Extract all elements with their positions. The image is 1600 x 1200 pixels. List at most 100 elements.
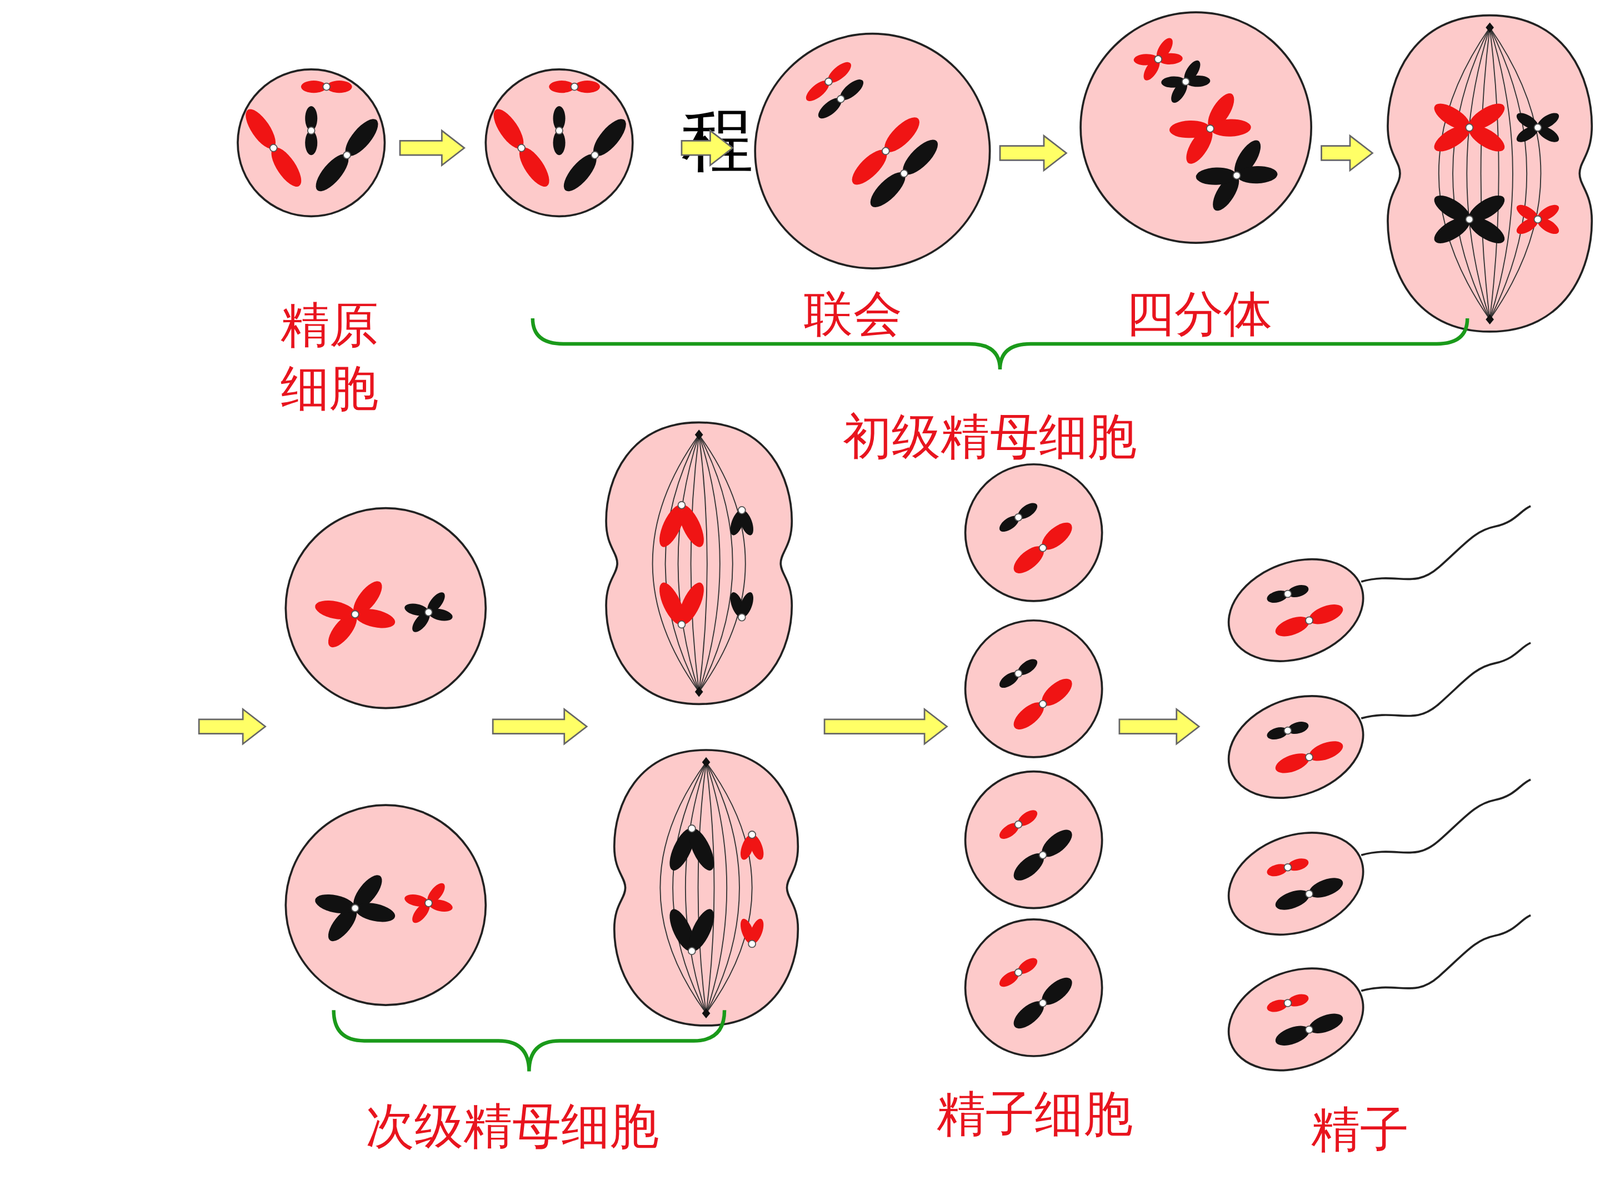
chromosome [548, 80, 600, 93]
chromosome [305, 106, 318, 155]
sperm [1214, 642, 1531, 816]
chromatid-arm [1015, 955, 1040, 978]
chromosome [553, 106, 566, 155]
chromatid-arm [996, 820, 1022, 843]
chromosome [1513, 201, 1562, 238]
centromere [425, 608, 433, 617]
chromosome [1430, 190, 1509, 249]
centromere [738, 613, 746, 622]
stage-label: 联会 [803, 281, 902, 346]
cell-outline [237, 69, 385, 217]
chromosome [1008, 517, 1077, 579]
chromatid-arm [1272, 886, 1312, 914]
chromatid-arm [1430, 98, 1474, 135]
sperm-head [1214, 678, 1378, 817]
chromatid-arm [340, 113, 384, 162]
spindle-fiber [691, 434, 700, 692]
cell-outline [285, 805, 486, 1005]
centromere [1284, 999, 1292, 1007]
chromosome [558, 113, 632, 197]
chromosome [1008, 825, 1077, 886]
flow-arrow [492, 709, 587, 744]
chromosome [996, 955, 1040, 990]
chromosome [488, 105, 555, 192]
centromere [1305, 753, 1313, 761]
sperm-tail [1361, 915, 1531, 992]
chromosome [1272, 1009, 1346, 1050]
cell-outline [1387, 15, 1592, 332]
centromere [1015, 968, 1023, 977]
spindle-fiber [665, 434, 700, 692]
spindle-pole [1485, 314, 1494, 325]
chromatid-arm [815, 94, 845, 123]
cell-outline [606, 422, 792, 704]
centromere [1284, 590, 1292, 598]
chromosome [313, 576, 397, 652]
chromatid-arm [673, 501, 709, 551]
spindle-fiber [652, 434, 700, 692]
chromatid-arm [996, 512, 1022, 535]
centromere [825, 78, 833, 86]
chromatid-arm [513, 142, 555, 192]
stage-label: 精原 细胞 [280, 292, 395, 420]
centromere [571, 83, 579, 91]
chromatid-arm [1465, 120, 1509, 157]
sperm-head [1214, 815, 1378, 953]
centromere [1305, 1026, 1313, 1034]
chromosome [1008, 972, 1077, 1034]
centromere [678, 501, 686, 509]
spindle-fiber [678, 434, 700, 692]
chromosome [727, 506, 757, 538]
chromatid-arm [1195, 166, 1238, 186]
chromosome [1265, 992, 1310, 1014]
chromatid-arm [1168, 120, 1211, 139]
centromere [837, 95, 845, 103]
chromosome [1265, 582, 1310, 605]
sperm-tail [1361, 779, 1531, 855]
flow-arrow [1000, 135, 1067, 170]
spindle-fiber [1490, 27, 1513, 320]
spindle-fiber [1452, 27, 1490, 320]
centromere [1015, 670, 1023, 678]
chromosome [1272, 600, 1346, 641]
chromosome [1430, 98, 1509, 157]
chromosome [996, 807, 1040, 843]
centromere [1534, 215, 1542, 223]
centromere [882, 147, 890, 155]
flow-arrow [824, 709, 947, 744]
centromere [322, 83, 330, 91]
spindle-pole [702, 1008, 711, 1019]
cell-outline [614, 750, 799, 1026]
chromatid-arm [802, 76, 833, 105]
spindle-fiber [698, 434, 720, 692]
chromatid-arm [1008, 848, 1049, 885]
spindle-fiber [672, 762, 707, 1014]
spindle-fiber [1490, 27, 1499, 320]
chromatid-arm [1015, 656, 1040, 679]
sperm-head [1214, 541, 1378, 680]
centromere [1465, 123, 1473, 132]
chromatid-arm [824, 58, 855, 87]
spindle-fiber [706, 762, 714, 1014]
stage-label: 次级精母细胞 [365, 1093, 660, 1158]
chromosome [310, 113, 384, 197]
chromatid-arm [683, 905, 719, 955]
sperm-tail [1361, 506, 1531, 582]
spindle-fiber [1481, 27, 1490, 320]
spindle-pole [702, 757, 711, 768]
chromatid-arm [673, 579, 709, 629]
chromatid-arm [1037, 972, 1077, 1010]
centromere [1039, 851, 1047, 859]
centromere [1465, 215, 1473, 223]
chromatid-arm [1015, 807, 1040, 830]
stage-label: 四分体 [1125, 281, 1273, 346]
centromere [900, 170, 908, 178]
chromatid-arm [683, 825, 719, 874]
sperm [1214, 779, 1531, 953]
chromatid-arm [1272, 612, 1312, 641]
centromere [425, 899, 433, 907]
chromatid-arm [836, 76, 867, 104]
centromere [351, 610, 359, 618]
centromere [343, 151, 351, 159]
cell-outline [965, 464, 1103, 602]
